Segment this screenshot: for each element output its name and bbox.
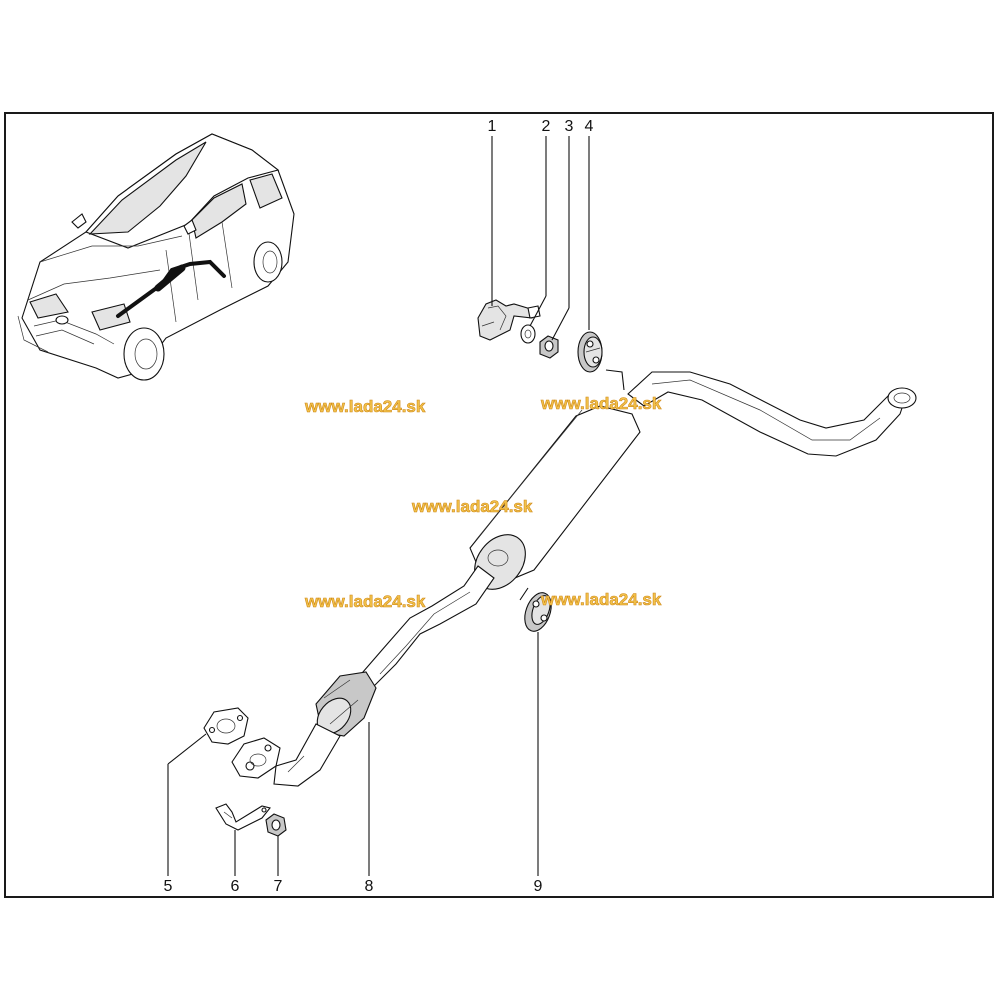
bushing-part-3 <box>539 335 559 359</box>
leader-lines <box>167 136 590 876</box>
callout-3: 3 <box>565 118 574 135</box>
watermark-text: www.lada24.sk <box>540 590 662 609</box>
leader-line-3b <box>551 307 570 341</box>
exhaust-pipe-part-8 <box>231 369 917 787</box>
watermark-text: www.lada24.sk <box>540 394 662 413</box>
leader-line-5b <box>167 733 207 765</box>
callout-4: 4 <box>585 118 594 135</box>
callout-2: 2 <box>542 118 551 135</box>
gasket-part-5 <box>203 707 249 745</box>
callout-9: 9 <box>534 878 543 895</box>
diagram-frame <box>4 112 994 898</box>
rubber-hanger-part-9 <box>524 592 552 632</box>
watermark-text: www.lada24.sk <box>304 397 426 416</box>
callout-5: 5 <box>164 878 173 895</box>
callout-numbers: 1 2 3 4 5 6 7 8 9 <box>164 118 594 895</box>
callout-6: 6 <box>231 878 240 895</box>
rubber-hanger-part-4 <box>577 331 603 373</box>
watermark-text: www.lada24.sk <box>304 592 426 611</box>
bracket-part-1 <box>477 299 541 341</box>
washer-part-2 <box>520 324 536 344</box>
leader-line-2b <box>529 295 547 327</box>
watermark-text: www.lada24.sk <box>411 497 533 516</box>
watermarks: www.lada24.sk www.lada24.sk www.lada24.s… <box>304 394 662 612</box>
nut-part-7 <box>265 813 287 837</box>
callout-7: 7 <box>274 878 283 895</box>
car-locator-illustration <box>17 133 295 381</box>
callout-1: 1 <box>488 118 497 135</box>
callout-8: 8 <box>365 878 374 895</box>
clamp-part-6 <box>215 803 271 831</box>
